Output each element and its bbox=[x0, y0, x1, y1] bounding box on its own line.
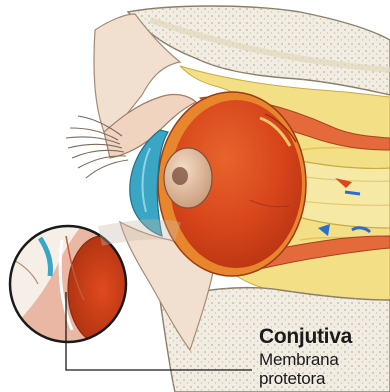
label-title: Conjutiva bbox=[259, 326, 352, 347]
lens bbox=[164, 148, 212, 208]
label-subtitle-line2: protetora bbox=[259, 370, 325, 387]
label-subtitle-line1: Membrana bbox=[259, 351, 339, 368]
